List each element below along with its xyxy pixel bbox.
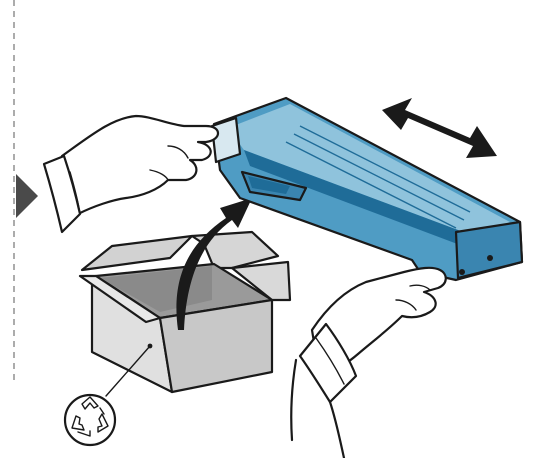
recycle-icon (65, 395, 115, 445)
step-pointer-icon (16, 174, 38, 218)
left-hand-icon (44, 116, 218, 232)
double-arrow-icon (382, 98, 497, 158)
right-hand-icon (291, 268, 446, 458)
